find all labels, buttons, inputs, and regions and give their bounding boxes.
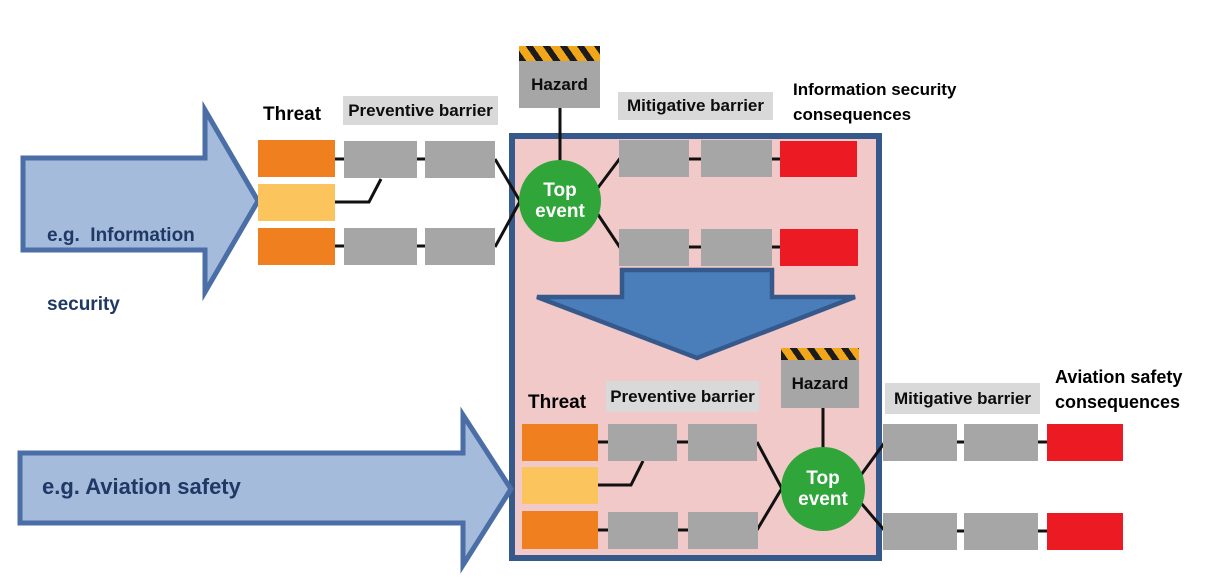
bottom-top-event-line1: Top [806, 468, 840, 489]
top-threat-heading: Threat [263, 104, 322, 125]
top-consequences-line2: consequences [793, 105, 912, 124]
bottom-mitigative-barrier-heading: Mitigative barrier [885, 383, 1040, 414]
down-arrow-shape [536, 267, 856, 361]
bottom-consequence-box-1 [1047, 424, 1123, 461]
bottom-consequences-heading: Aviation safety consequences [1055, 365, 1182, 415]
bottom-preventive-barrier-box-4 [688, 512, 758, 549]
bottom-threat-box-2 [522, 467, 598, 504]
top-top-event-line2: event [535, 201, 585, 222]
top-mitigative-barrier-box-4 [701, 229, 772, 266]
top-consequences-line1: Information security [793, 80, 957, 99]
info-security-arrow-label-line2: security [47, 294, 120, 315]
top-consequence-box-1 [780, 141, 857, 177]
top-preventive-barrier-box-1 [344, 141, 417, 178]
info-security-arrow-shape [20, 100, 261, 302]
top-consequences-heading: Information security consequences [793, 77, 956, 127]
bottom-mitigative-barrier-box-3 [883, 513, 957, 550]
bottom-threat-box-3 [522, 511, 598, 549]
top-top-event-line1: Top [543, 180, 577, 201]
bottom-mitigative-barrier-box-4 [964, 513, 1038, 550]
top-threat-box-3 [258, 228, 335, 265]
info-security-arrow-label-line1: e.g. Information [47, 225, 195, 246]
top-threat-box-1 [258, 140, 335, 177]
top-consequence-box-2 [780, 229, 858, 266]
top-mitigative-barrier-box-1 [619, 140, 689, 177]
bottom-consequence-box-2 [1047, 513, 1123, 550]
top-preventive-barrier-box-2 [425, 141, 495, 178]
aviation-safety-arrow-label: e.g. Aviation safety [42, 474, 241, 499]
bottom-hazard-label: Hazard [781, 360, 859, 408]
top-mitigative-barrier-heading: Mitigative barrier [618, 92, 773, 120]
top-top-event-circle: Top event [519, 160, 601, 242]
bottom-preventive-barrier-box-1 [608, 424, 677, 461]
top-preventive-barrier-box-4 [425, 228, 495, 265]
info-security-arrow-label: e.g. Information security [47, 178, 195, 362]
bottom-mitigative-barrier-box-1 [883, 424, 957, 461]
bottom-threat-heading: Threat [528, 392, 587, 413]
bottom-top-event-circle: Top event [781, 447, 865, 531]
aviation-safety-arrow-shape [17, 406, 514, 574]
top-mitigative-barrier-box-2 [701, 140, 772, 177]
top-hazard: Hazard [519, 46, 600, 108]
bottom-preventive-barrier-box-3 [608, 512, 678, 549]
top-hazard-label: Hazard [519, 61, 600, 108]
top-hazard-stripe-icon [519, 46, 600, 61]
bottom-consequences-line2: consequences [1055, 392, 1181, 412]
bottom-top-event-line2: event [798, 489, 848, 510]
top-threat-box-2 [258, 184, 335, 221]
bottom-mitigative-barrier-box-2 [964, 424, 1038, 461]
bottom-threat-box-1 [522, 424, 598, 461]
bottom-hazard-stripe-icon [781, 348, 859, 360]
bottom-preventive-barrier-heading: Preventive barrier [606, 381, 759, 412]
top-preventive-barrier-box-3 [344, 228, 417, 265]
top-preventive-barrier-heading: Preventive barrier [343, 96, 498, 125]
bottom-preventive-barrier-box-2 [688, 424, 757, 461]
top-mitigative-barrier-box-3 [619, 229, 689, 266]
bottom-consequences-line1: Aviation safety [1055, 367, 1183, 387]
bottom-hazard: Hazard [781, 348, 859, 408]
